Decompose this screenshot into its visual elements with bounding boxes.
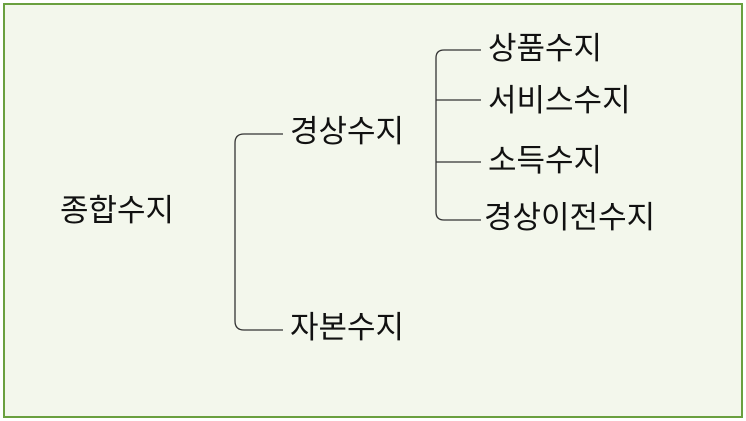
root-bracket [234,133,283,331]
node-services-balance: 서비스수지 [488,83,631,119]
node-transfers-balance: 경상이전수지 [484,200,656,236]
node-goods-balance: 상품수지 [488,31,603,67]
node-capital-account: 자본수지 [290,310,405,346]
node-overall-balance: 종합수지 [60,193,175,229]
diagram-frame [3,3,743,418]
node-current-account: 경상수지 [290,114,405,150]
current-account-bracket [435,49,481,221]
node-income-balance: 소득수지 [488,143,603,179]
